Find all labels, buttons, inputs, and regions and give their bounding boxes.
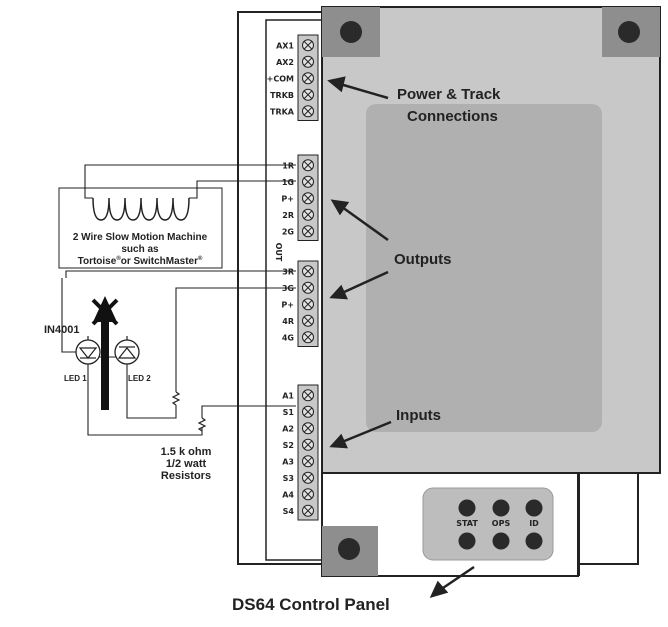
terminal-label: +COM — [267, 74, 294, 83]
terminal-screw-cross — [303, 440, 313, 450]
terminal-label: S1 — [283, 408, 295, 417]
terminal-label: AX1 — [276, 41, 294, 50]
resistor-line1: 1.5 k ohm — [161, 446, 212, 458]
terminal-label: S2 — [283, 441, 294, 450]
ops-label: OPS — [492, 519, 511, 528]
terminal-label: S3 — [283, 474, 294, 483]
panel-callout: DS64 Control Panel — [232, 595, 390, 614]
terminal-label: P+ — [281, 300, 294, 309]
callout-arrows — [327, 76, 475, 598]
terminal-screw-cross — [303, 266, 313, 276]
terminal-label: 4G — [282, 333, 294, 342]
terminal-screw-cross — [303, 316, 313, 326]
terminal-screw-cross — [303, 283, 313, 293]
terminal-screw-cross — [303, 90, 313, 100]
inputs-callout: Inputs — [396, 407, 441, 424]
terminal-label: 1R — [282, 161, 294, 170]
terminal-screw-cross — [303, 423, 313, 433]
mount-corner-bottom-left — [322, 526, 378, 576]
terminal-screw-cross — [303, 506, 313, 516]
terminal-screw-cross — [303, 160, 313, 170]
mount-corner-top-right — [602, 7, 660, 57]
terminal-label: 2R — [282, 211, 294, 220]
machine-line2: such as — [121, 244, 159, 255]
terminal-screw-cross — [303, 226, 313, 236]
terminal-label: A2 — [282, 424, 294, 433]
terminal-label: TRKB — [270, 91, 294, 100]
terminal-screw-cross — [303, 40, 313, 50]
terminal-label: A4 — [282, 490, 294, 499]
terminal-screw-cross — [303, 473, 313, 483]
terminal-screw-cross — [303, 456, 313, 466]
terminal-screw-cross — [303, 177, 313, 187]
terminal-screw-cross — [303, 73, 313, 83]
terminal-screw-cross — [303, 332, 313, 342]
resistor-1 — [171, 391, 181, 406]
terminal-label: A1 — [282, 391, 294, 400]
terminal-label: P+ — [281, 194, 294, 203]
led-1-label: LED 1 — [64, 374, 87, 383]
terminal-screw-cross — [303, 57, 313, 67]
diode-label: IN4001 — [44, 324, 79, 336]
terminal-label: AX2 — [276, 58, 294, 67]
motor-box: 2 Wire Slow Motion Machine such as Torto… — [58, 187, 223, 269]
machine-line1: 2 Wire Slow Motion Machine — [73, 232, 208, 243]
led-1 — [75, 339, 101, 365]
led-2-label: LED 2 — [128, 374, 151, 383]
terminal-block-inputs — [297, 384, 319, 521]
terminal-label: 1G — [282, 178, 294, 187]
outputs-callout: Outputs — [394, 251, 452, 268]
terminal-label: 2G — [282, 227, 294, 236]
power-callout-line2: Connections — [407, 108, 498, 125]
terminal-blocks: AX1AX2+COMTRKBTRKA1R1GP+2R2G3R3GP+4R4GA1… — [267, 34, 319, 521]
terminal-screw-cross — [303, 210, 313, 220]
terminal-screw-cross — [303, 489, 313, 499]
terminal-label: S4 — [283, 507, 295, 516]
terminal-screw-cross — [303, 407, 313, 417]
id-label: ID — [529, 519, 539, 528]
terminal-screw-cross — [303, 390, 313, 400]
terminal-label: 4R — [282, 317, 294, 326]
resistor-line2: 1/2 watt — [166, 458, 207, 470]
board-inner-panel — [366, 104, 602, 432]
turnout-indicator — [91, 296, 119, 410]
resistor-line3: Resistors — [161, 470, 211, 482]
terminal-screw-cross — [303, 106, 313, 116]
terminal-label: 3R — [282, 267, 294, 276]
mount-corner-top-left — [322, 7, 380, 57]
out-label: OUT — [274, 243, 283, 262]
machine-line3: Tortoise®or SwitchMaster® — [78, 255, 203, 267]
terminal-label: A3 — [282, 457, 294, 466]
control-panel: STAT OPS ID — [422, 487, 554, 561]
motor-coil — [92, 197, 190, 221]
terminal-label: TRKA — [270, 107, 295, 116]
led-2 — [114, 339, 140, 365]
power-callout-line1: Power & Track — [397, 86, 501, 103]
resistor-2 — [197, 417, 207, 432]
terminal-screw-cross — [303, 299, 313, 309]
stat-label: STAT — [456, 519, 478, 528]
terminal-screw-cross — [303, 193, 313, 203]
